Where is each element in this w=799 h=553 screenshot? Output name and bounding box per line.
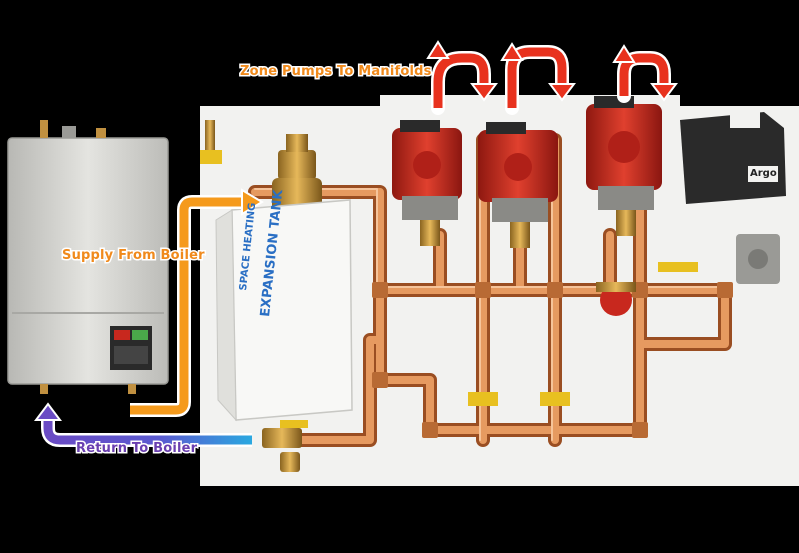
copper-piping [248,133,732,447]
relay-brand-label: Argo [750,168,777,179]
boiler [7,120,169,394]
zone-arrow-2 [500,42,576,115]
circulator-pump-1 [392,120,462,246]
supply-label: Supply From Boiler [61,247,207,265]
electrical-box [736,234,780,284]
return-valve [262,420,308,472]
mixing-valve [596,282,636,316]
supply-valve [200,120,222,164]
ball-valves [468,262,698,406]
supply-arrow [130,188,264,417]
circulator-pump-2 [478,122,558,248]
zone-pumps-label: Zone Pumps To Manifolds [239,63,433,81]
switching-relay [680,112,786,204]
return-label: Return To Boiler [74,440,198,458]
expansion-tank [215,199,353,422]
return-arrow [34,402,252,447]
zone-arrow-1 [426,40,498,115]
zone-arrow-3 [612,44,678,103]
